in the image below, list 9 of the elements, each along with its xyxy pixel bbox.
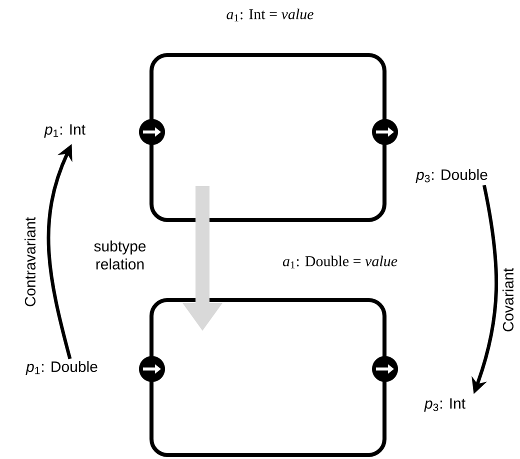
edge-label: Contravariant [24, 216, 36, 308]
port-label: p$_{1}$: Double [26, 361, 98, 375]
node-label: a$_{1}$: Double = value [282, 256, 398, 268]
port-label: p$_{3}$: Int [424, 398, 466, 412]
component-box: a$_{1}$: Int = value [150, 8, 386, 222]
port-label: p$_{1}$: Int [44, 124, 86, 138]
node-label: a$_{1}$: Int = value [226, 8, 314, 22]
edge-label: Covariant [502, 266, 514, 334]
port-label: p$_{3}$: Double [416, 169, 488, 183]
